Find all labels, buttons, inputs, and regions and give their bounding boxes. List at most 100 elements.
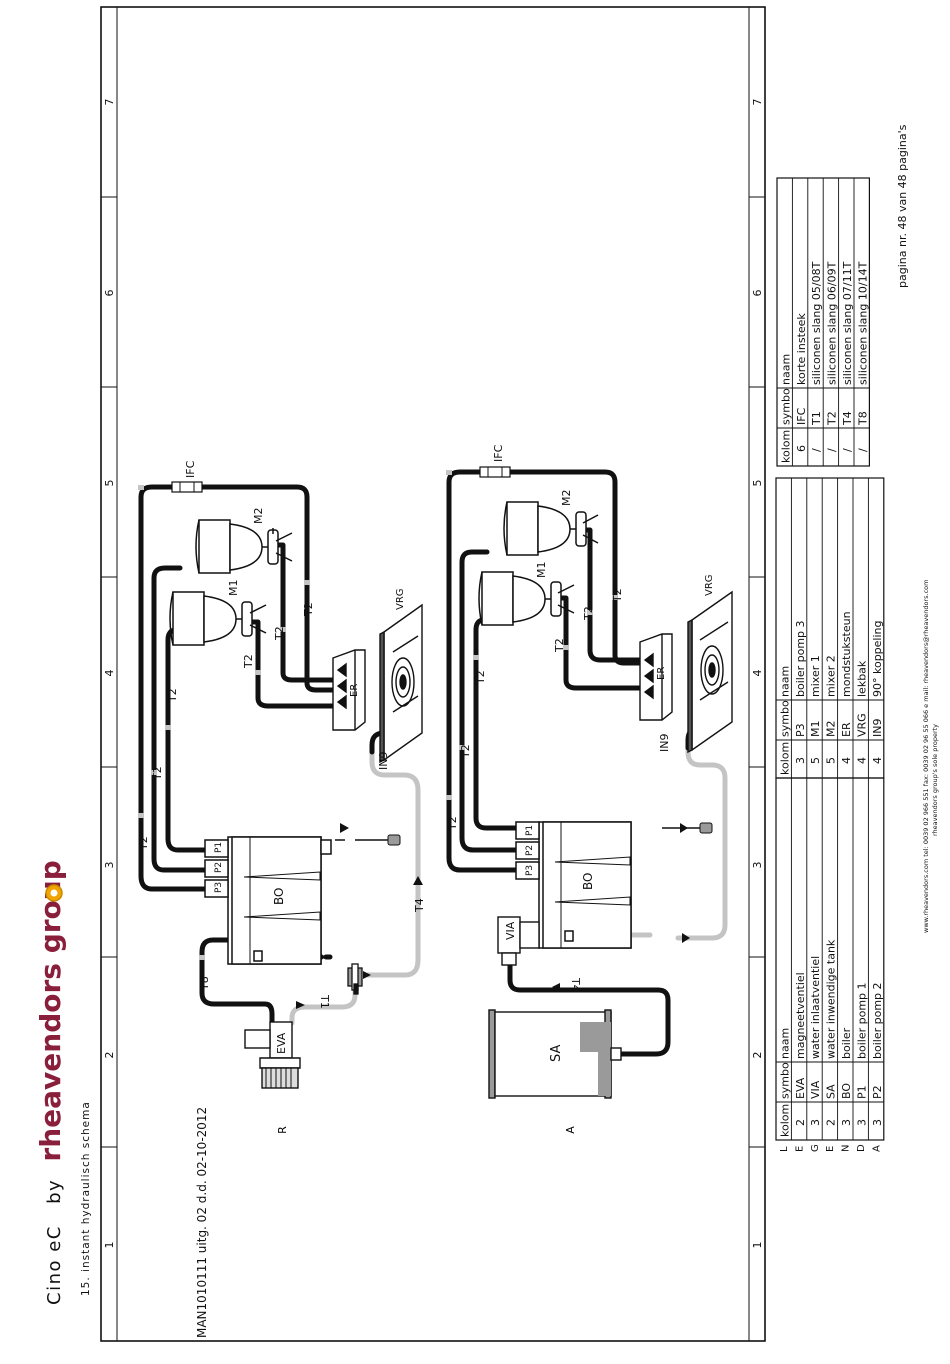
- label-t2-a: T2: [474, 670, 487, 685]
- column-number-5: 5: [751, 480, 764, 487]
- legend-cell-naam: mixer 2: [825, 655, 838, 697]
- label-bo-a: BO: [581, 873, 595, 890]
- legend-cell-symbo: BO: [840, 1083, 853, 1099]
- legend-cell-kolom: /: [826, 448, 839, 452]
- hose-marker-r: [138, 485, 310, 960]
- legend-cell-kolom: /: [841, 448, 854, 452]
- legend-cell-naam: siliconen slang 06/09T: [826, 261, 839, 385]
- legend-cell-naam: mondstuksteun: [840, 611, 853, 697]
- column-number-3: 3: [103, 862, 116, 869]
- legend-cell-symbo: P3: [794, 723, 807, 737]
- hose-dark-a: [446, 469, 708, 1057]
- legend-header-symbo: symbo: [778, 700, 791, 737]
- product-name: Cino eC: [44, 1225, 65, 1305]
- label-vrg-r: VRG: [395, 588, 406, 610]
- page-subtitle: 15. instant hydraulisch schema: [80, 1101, 92, 1296]
- legend-header-naam: naam: [779, 354, 792, 385]
- boiler-r: [204, 836, 332, 965]
- legend-cell-naam: boiler: [840, 1027, 853, 1059]
- legend-cell-kolom: 4: [855, 757, 868, 764]
- legend-cell-naam: boiler pomp 1: [855, 982, 868, 1059]
- er-block-a: [639, 633, 673, 721]
- label-via-a: VIA: [504, 921, 517, 940]
- legend-cell-symbo: P2: [871, 1085, 884, 1099]
- legend-row-letter: A: [871, 1145, 882, 1152]
- vrg-tray-r: [379, 603, 423, 764]
- label-p1-a: P1: [525, 825, 535, 836]
- label-t2-a: T2: [611, 588, 624, 603]
- label-p3-r: P3: [214, 882, 224, 893]
- hose-marker-a: [446, 470, 618, 800]
- legend-cell-kolom: 4: [871, 757, 884, 764]
- column-number-1: 1: [103, 1242, 116, 1249]
- legend-cell-symbo: IN9: [871, 719, 884, 737]
- legend-cell-naam: water inwendige tank: [825, 939, 838, 1059]
- hose-dark-r: [138, 484, 393, 1026]
- mixer-m2-r: [195, 519, 293, 574]
- legend-cell-naam: lekbak: [855, 660, 868, 697]
- legend-cell-symbo: IFC: [795, 407, 808, 425]
- label-m2-a: M2: [560, 490, 573, 507]
- legend-cell-symbo: T2: [826, 411, 839, 426]
- legend-header-naam: naam: [778, 666, 791, 697]
- document-number: MAN1010111 uitg. 02 d.d. 02-10-2012: [195, 1107, 209, 1338]
- by-text: by: [44, 1179, 65, 1204]
- legend-cell-naam: boiler pomp 3: [794, 620, 807, 697]
- label-eva-r: EVA: [275, 1032, 288, 1054]
- column-number-3: 3: [751, 862, 764, 869]
- mixer-m1-r: [169, 591, 267, 646]
- footer: MAN1010111 uitg. 02 d.d. 02-10-2012 pagi…: [195, 124, 939, 1338]
- column-number-6: 6: [103, 290, 116, 297]
- mixer-m2-a: [503, 501, 599, 556]
- legend-cell-symbo: T1: [810, 411, 823, 426]
- label-p2-a: P2: [525, 845, 535, 856]
- legend-header-kolom: kolom: [778, 742, 791, 775]
- legend-cell-symbo: VRG: [855, 713, 868, 737]
- column-number-2: 2: [751, 1052, 764, 1059]
- label-bo-r: BO: [272, 888, 286, 905]
- legend-cell-kolom: 3: [855, 1119, 868, 1126]
- label-p3-a: P3: [525, 865, 535, 876]
- legend-cell-naam: magneetventiel: [794, 972, 807, 1059]
- variant-label-a: A: [564, 1126, 577, 1134]
- legend-cell-kolom: 4: [840, 757, 853, 764]
- label-t2-a: T2: [582, 606, 595, 621]
- legend-cell-symbo: T4: [841, 411, 854, 426]
- header: Cino eC by rheavendors group 15. instant…: [34, 860, 92, 1305]
- water-tank-sa: [488, 1009, 622, 1099]
- circuit-r: IFC M2 M1 T2 T2 T2 T2 T2 T2 VRG ER IN9 T…: [137, 460, 426, 1089]
- label-m1-r: M1: [227, 580, 240, 597]
- label-t2-a: T2: [553, 638, 566, 653]
- legend-cell-kolom: 3: [809, 1119, 822, 1126]
- column-number-5: 5: [103, 480, 116, 487]
- property-note: rheavendors group's sole property: [931, 724, 939, 836]
- legend-header-symbo: symbo: [779, 388, 792, 425]
- legend-cell-naam: boiler pomp 2: [871, 982, 884, 1059]
- column-number-4: 4: [751, 670, 764, 677]
- legend-cell-kolom: /: [856, 448, 869, 452]
- label-t4-a: T4: [569, 977, 582, 992]
- legend-cell-symbo: M2: [825, 721, 838, 738]
- label-in9-r: IN9: [377, 752, 390, 770]
- label-t4-r: T4: [413, 898, 426, 913]
- legend-cell-symbo: P1: [855, 1085, 868, 1099]
- legend-cell-symbo: SA: [825, 1084, 838, 1099]
- label-in9-a: IN9: [658, 734, 671, 752]
- legend-cell-naam: water inlaatventiel: [809, 956, 822, 1059]
- legend-cell-kolom: /: [810, 448, 823, 452]
- label-p2-r: P2: [214, 862, 224, 873]
- legend-cell-kolom: 2: [825, 1119, 838, 1126]
- legend-header-kolom: kolom: [779, 430, 792, 463]
- legend-table-1: kolomsymbonaam2EVAmagneetventiel3VIAwate…: [775, 777, 885, 1152]
- label-sa-a: SA: [549, 1045, 564, 1062]
- label-t2-a: T2: [446, 816, 459, 831]
- label-p1-r: P1: [214, 842, 224, 853]
- boiler-a: [515, 821, 632, 949]
- column-number-1: 1: [751, 1242, 764, 1249]
- legend-header-symbo: symbo: [778, 1062, 791, 1099]
- legend-cell-naam: siliconen slang 10/14T: [856, 261, 869, 385]
- eva-valve-r: [244, 1021, 301, 1089]
- label-m1-a: M1: [535, 562, 548, 579]
- vrg-tray-a: [687, 590, 733, 754]
